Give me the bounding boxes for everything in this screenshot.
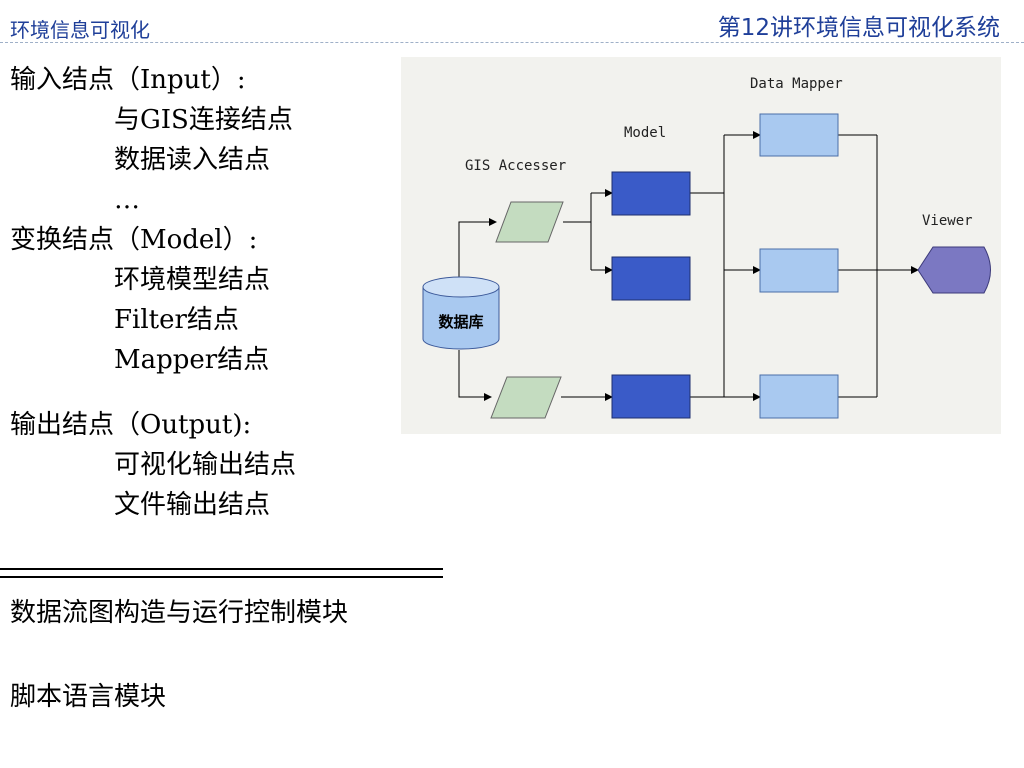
header-divider (0, 42, 1024, 43)
outline-item-file-output: 文件输出结点 (114, 490, 271, 520)
slide-header-left: 环境信息可视化 (10, 18, 150, 42)
section-divider (0, 568, 443, 578)
connector-lines (458, 131, 919, 401)
edge-db-gis-top (458, 218, 497, 287)
module-dataflow: 数据流图构造与运行控制模块 (10, 598, 349, 628)
viewer-node (917, 246, 991, 294)
database-label: 数据库 (438, 313, 483, 331)
outline-item-ellipsis: … (114, 185, 140, 215)
outline-heading-input: 输入结点（Input）: (10, 65, 246, 95)
gis-node-1 (495, 201, 564, 243)
outline-item-data-read: 数据读入结点 (114, 145, 271, 175)
gis-node-2 (490, 376, 562, 419)
label-gis-accesser: GIS Accesser (465, 158, 566, 174)
mapper-node-1 (759, 113, 839, 157)
outline-heading-output: 输出结点（Output): (10, 410, 252, 440)
slide-header-right: 第12讲环境信息可视化系统 (717, 15, 1000, 41)
dataflow-diagram-svg: GIS Accesser Model Data Mapper Viewer (422, 76, 991, 419)
label-model: Model (624, 125, 666, 141)
model-node-1 (611, 171, 691, 216)
outline-item-vis-output: 可视化输出结点 (114, 450, 297, 480)
dataflow-diagram: GIS Accesser Model Data Mapper Viewer (401, 57, 1001, 434)
outline-heading-model: 变换结点（Model）: (10, 225, 258, 255)
mapper-node-3 (759, 374, 839, 419)
outline-item-gis-connect: 与GIS连接结点 (114, 105, 293, 135)
label-data-mapper: Data Mapper (750, 76, 843, 92)
label-viewer: Viewer (922, 213, 973, 229)
outline-spacer (10, 380, 296, 405)
outline-item-filter: Filter结点 (114, 305, 239, 335)
outline-item-mapper: Mapper结点 (114, 345, 270, 375)
edge-db-gis-bottom (458, 350, 492, 401)
module-script: 脚本语言模块 (10, 682, 167, 712)
outline-item-env-model: 环境模型结点 (114, 265, 271, 295)
model-node-2 (611, 256, 691, 301)
database-node: 数据库 (422, 276, 500, 350)
mapper-node-2 (759, 248, 839, 293)
model-node-3 (611, 374, 691, 419)
node-outline: 输入结点（Input）: 与GIS连接结点 数据读入结点 … 变换结点（Mode… (10, 60, 296, 525)
